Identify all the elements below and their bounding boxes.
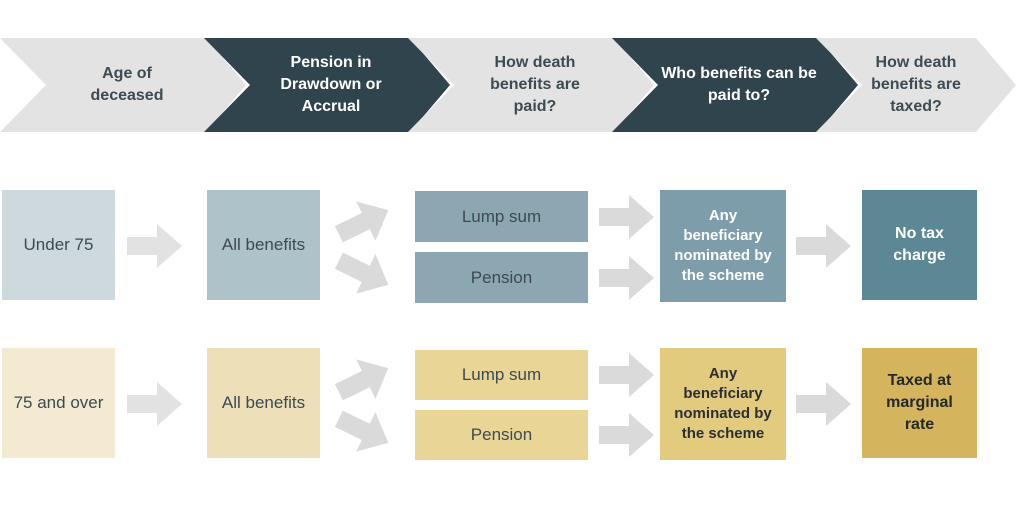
arrow-down-right-icon <box>329 398 398 463</box>
step-label: How death benefits are paid? <box>490 54 580 115</box>
age-box: 75 and over <box>2 348 115 458</box>
tax-outcome-box: Taxed at marginal rate <box>862 348 977 458</box>
tax-outcome-label: No tax charge <box>893 225 946 264</box>
pension-box: Pension <box>415 252 588 303</box>
arrow-right-icon <box>599 413 654 457</box>
benefits-label: All benefits <box>221 393 306 412</box>
arrow-right-icon <box>127 224 182 268</box>
pension-box: Pension <box>415 410 588 460</box>
lump-sum-box: Lump sum <box>415 350 588 400</box>
benefits-box: All benefits <box>207 190 320 300</box>
arrow-right-icon <box>599 195 654 239</box>
arrow-up-right-icon <box>329 348 398 413</box>
step-label: Who benefits can be paid to? <box>661 65 817 104</box>
arrow-right-icon <box>127 382 182 426</box>
step-label: Pension in Drawdown or Accrual <box>280 54 382 115</box>
benefits-box: All benefits <box>207 348 320 458</box>
tax-outcome-box: No tax charge <box>862 190 977 300</box>
age-label: 75 and over <box>13 393 104 412</box>
lump-sum-label: Lump sum <box>461 206 542 226</box>
benefits-label: All benefits <box>221 235 306 254</box>
arrow-up-right-icon <box>329 190 398 255</box>
age-label: Under 75 <box>23 235 94 254</box>
arrow-right-icon <box>599 353 654 397</box>
step-age-of-deceased: Age of deceased <box>0 38 246 132</box>
lump-sum-box: Lump sum <box>415 191 588 242</box>
process-steps-header: Age of deceased Pension in Drawdown or A… <box>0 38 1024 132</box>
step-label: Age of deceased <box>90 65 164 104</box>
arrow-down-right-icon <box>329 240 398 305</box>
lump-sum-label: Lump sum <box>461 365 542 384</box>
pension-label: Pension <box>470 425 533 444</box>
beneficiary-label: Any beneficiary nominated by the scheme <box>674 365 772 442</box>
arrow-right-icon <box>599 256 654 300</box>
step-label: How death benefits are taxed? <box>871 54 961 115</box>
age-box: Under 75 <box>2 190 115 300</box>
beneficiary-box: Any beneficiary nominated by the scheme <box>660 190 786 302</box>
tax-outcome-label: Taxed at marginal rate <box>886 372 953 433</box>
pension-label: Pension <box>470 267 533 287</box>
arrow-right-icon <box>796 382 851 426</box>
beneficiary-label: Any beneficiary nominated by the scheme <box>674 207 772 284</box>
beneficiary-box: Any beneficiary nominated by the scheme <box>660 348 786 460</box>
arrow-right-icon <box>796 224 851 268</box>
